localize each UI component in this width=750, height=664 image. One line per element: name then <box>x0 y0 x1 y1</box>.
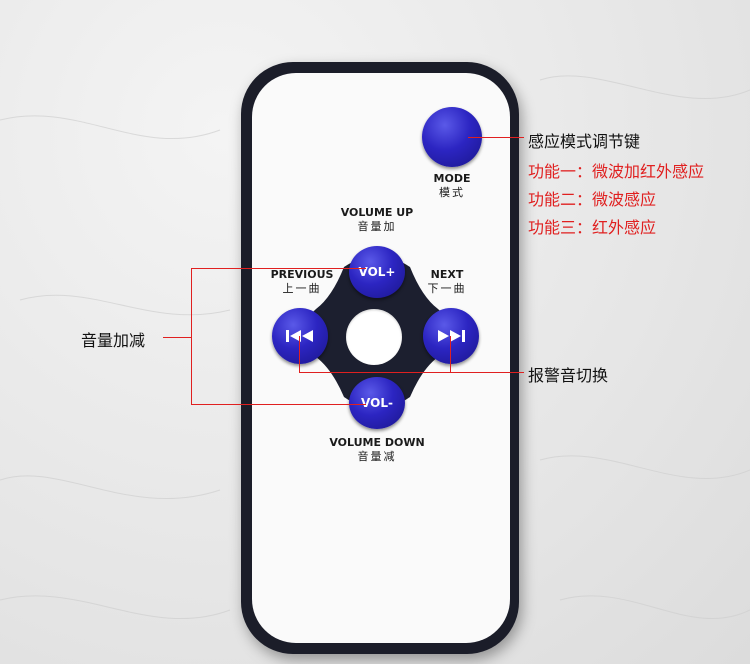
volume-down-label-cn: 音量减 <box>357 450 397 463</box>
alarm-annotation: 报警音切换 <box>528 366 609 385</box>
mode-function-2: 功能二：微波感应 <box>528 190 657 209</box>
volume-bracket-vertical <box>191 268 192 404</box>
previous-button[interactable] <box>272 308 328 364</box>
volume-up-button[interactable]: VOL+ <box>349 246 405 298</box>
volume-down-label: VOLUME DOWN 音量减 <box>317 436 437 464</box>
volume-down-label-en: VOLUME DOWN <box>329 436 425 449</box>
next-label-cn: 下一曲 <box>427 282 467 295</box>
previous-track-icon <box>286 330 313 342</box>
mode-label-cn: 模式 <box>439 186 465 199</box>
next-label-en: NEXT <box>430 268 464 281</box>
previous-label: PREVIOUS 上一曲 <box>262 268 342 296</box>
volume-up-label-cn: 音量加 <box>357 220 397 233</box>
next-button[interactable] <box>423 308 479 364</box>
alarm-bracket-left <box>299 336 300 372</box>
volume-pointer-line <box>163 337 191 338</box>
mode-function-1: 功能一：微波加红外感应 <box>528 162 705 181</box>
volume-up-label-en: VOLUME UP <box>340 206 414 219</box>
mode-pointer-line <box>468 137 524 138</box>
mode-function-3: 功能三：红外感应 <box>528 218 657 237</box>
mode-label-en: MODE <box>433 172 471 185</box>
mode-annotation-title: 感应模式调节键 <box>528 132 641 151</box>
volume-down-button[interactable]: VOL- <box>349 377 405 429</box>
volume-annotation: 音量加减 <box>81 331 146 350</box>
mode-label: MODE 模式 <box>417 172 487 200</box>
volume-bracket-bottom <box>191 404 366 405</box>
next-label: NEXT 下一曲 <box>412 268 482 296</box>
alarm-bracket-right <box>450 336 451 372</box>
center-button[interactable] <box>346 309 402 365</box>
previous-label-en: PREVIOUS <box>270 268 334 281</box>
volume-bracket-top <box>191 268 366 269</box>
next-track-icon <box>438 330 465 342</box>
volume-up-label: VOLUME UP 音量加 <box>327 206 427 234</box>
previous-label-cn: 上一曲 <box>282 282 322 295</box>
alarm-bracket-bottom <box>299 372 524 373</box>
